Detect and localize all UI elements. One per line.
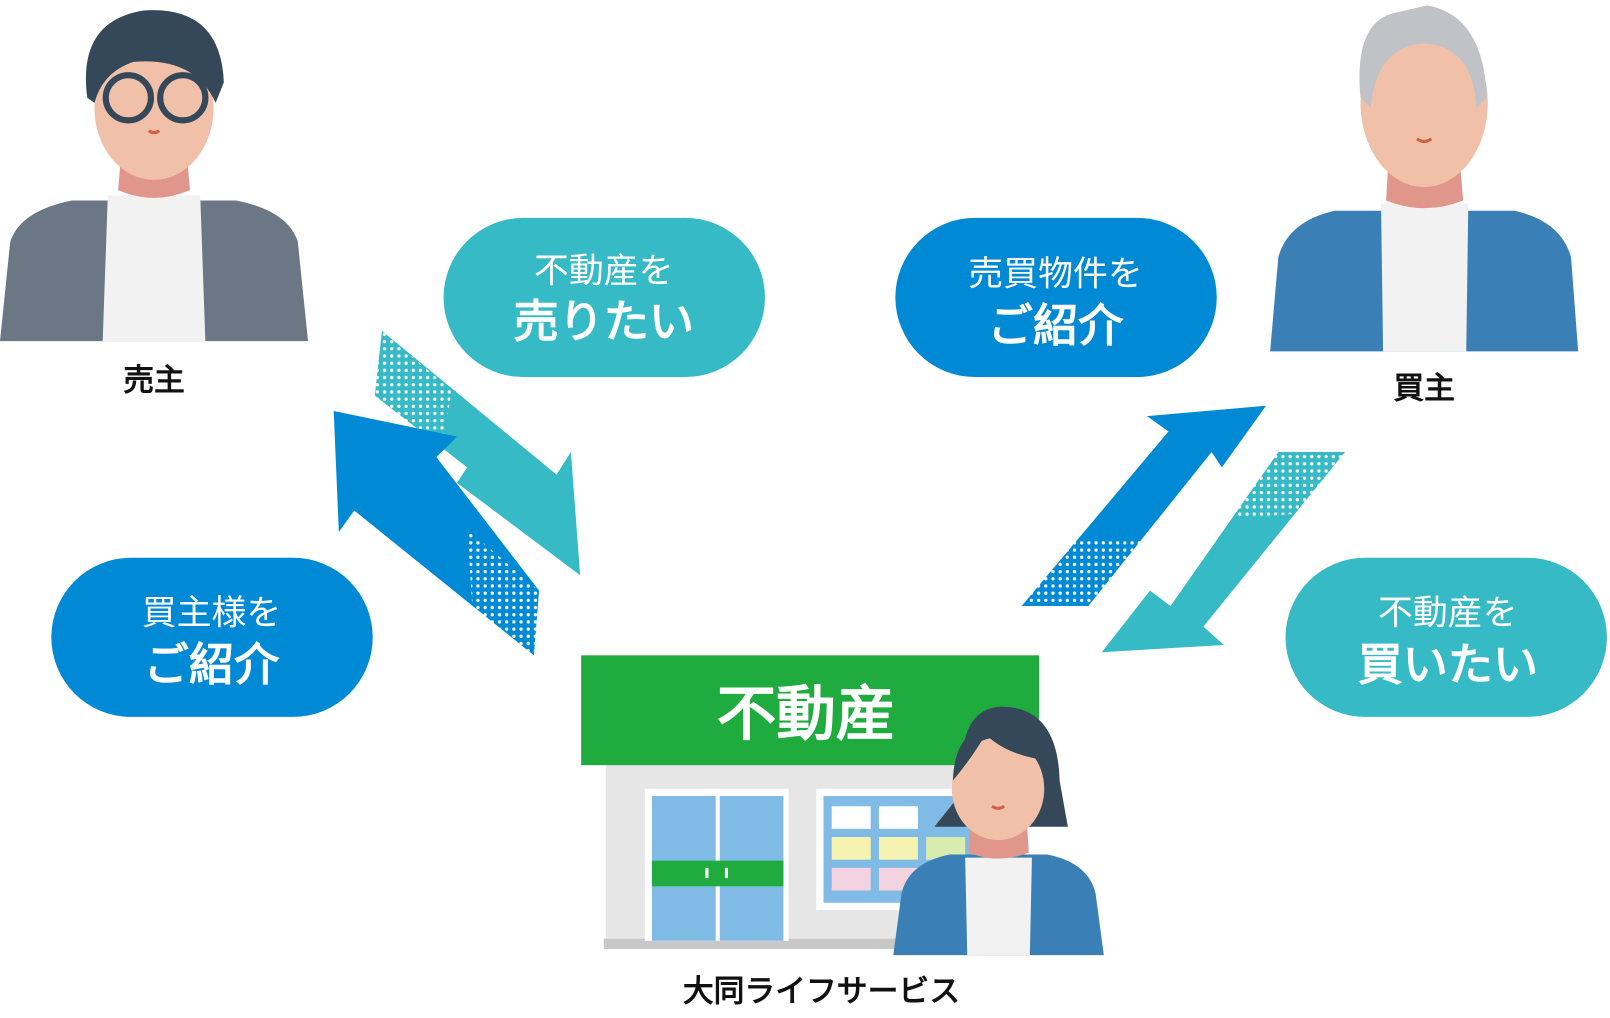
bubble-line1: 買主様を: [142, 594, 282, 634]
bubble-line2: ご紹介: [144, 638, 280, 691]
bubble-line2: 売りたい: [513, 295, 694, 348]
arrow-seller-to-agency: [374, 330, 581, 576]
bubble-line1: 不動産を: [534, 252, 674, 292]
arrow-agency-to-seller: [333, 410, 540, 656]
seller-label: 売主: [123, 362, 185, 398]
agent-illustration: [893, 706, 1104, 956]
bubble-seller-wants-to-sell: 不動産を 売りたい: [443, 217, 765, 378]
seller-illustration: [0, 10, 309, 342]
bubble-line2: 買いたい: [1357, 638, 1538, 691]
bubble-introduce-buyer: 買主様を ご紹介: [51, 557, 373, 717]
bubble-introduce-property: 売買物件を ご紹介: [895, 217, 1217, 378]
bubble-buyer-wants-to-buy: 不動産を 買いたい: [1285, 557, 1607, 717]
buyer-illustration: [1270, 5, 1579, 352]
store-sign-text: 不動産: [717, 680, 896, 749]
agency-label: 大同ライフサービス: [683, 973, 960, 1009]
bubble-line1: 売買物件を: [968, 255, 1143, 295]
arrow-buyer-to-agency: [1101, 452, 1346, 653]
bubble-line1: 不動産を: [1378, 594, 1518, 634]
bubble-line2: ご紹介: [988, 299, 1124, 352]
buyer-label: 買主: [1393, 371, 1455, 407]
arrow-agency-to-buyer: [1021, 405, 1267, 607]
